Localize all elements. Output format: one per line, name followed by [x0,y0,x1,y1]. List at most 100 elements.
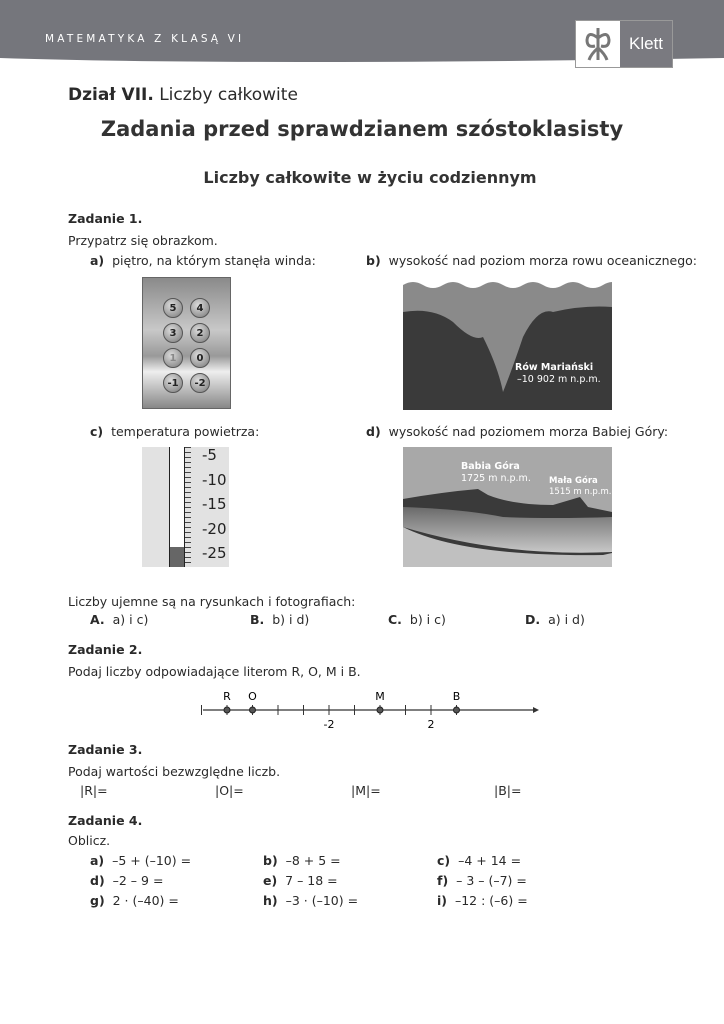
item-letter: a) [90,853,105,868]
point-R [223,706,231,714]
elevator-button: -1 [163,373,183,393]
elevator-button: 5 [163,298,183,318]
item-expression: –4 + 14 = [458,853,522,868]
page-subtitle: Liczby całkowite w życiu codziennym [203,168,537,187]
task2-prompt: Podaj liczby odpowiadające literom R, O,… [68,664,361,679]
task2-title: Zadanie 2. [68,642,143,657]
calc-item-b[interactable]: b) –8 + 5 = [263,853,341,868]
trench-depth: –10 902 m n.p.m. [517,374,601,385]
answer-option-b[interactable]: B. b) i d) [250,612,309,627]
chapter-name: Liczby całkowite [159,85,298,105]
item-letter: d) [90,873,105,888]
task1-prompt: Przypatrz się obrazkom. [68,233,218,248]
item-expression: –2 – 9 = [112,873,164,888]
mala-height: 1515 m n.p.m. [549,487,612,497]
absolute-value-field[interactable]: |R|= [80,783,108,798]
point-M [376,706,384,714]
item-letter: d) [366,424,381,439]
point-B [453,706,460,714]
task1-title: Zadanie 1. [68,211,143,226]
item-expression: –5 + (–10) = [112,853,192,868]
thermometer-scale-label: -10 [202,470,227,489]
thermometer-level [170,547,184,567]
item-letter: i) [437,893,447,908]
absolute-value-field[interactable]: |O|= [215,783,244,798]
point-label: B [453,690,461,703]
option-letter: B. [250,612,265,627]
calc-item-d[interactable]: d) –2 – 9 = [90,873,163,888]
answer-option-a[interactable]: A. a) i c) [90,612,148,627]
item-text: piętro, na którym stanęła winda: [112,253,316,268]
thermometer-scale-label: -25 [202,544,227,562]
item-expression: –8 + 5 = [285,853,341,868]
absolute-value-field[interactable]: |B|= [494,783,522,798]
task3-prompt: Podaj wartości bezwzględne liczb. [68,764,281,779]
task1-item-c: c) temperatura powietrza: [90,424,259,439]
task4-prompt: Oblicz. [68,833,111,848]
item-letter: c) [437,853,451,868]
thermometer-scale-label: -5 [202,446,217,464]
elevator-button: -2 [190,373,210,393]
absolute-value-field[interactable]: |M|= [351,783,381,798]
babia-name: Babia Góra [461,461,520,472]
calc-item-c[interactable]: c) –4 + 14 = [437,853,521,868]
option-text: b) i c) [409,612,446,627]
thermometer-image: -5 -10 -15 -20 -25 [142,446,229,567]
calc-item-a[interactable]: a) –5 + (–10) = [90,853,191,868]
task1-item-a: a) piętro, na którym stanęła winda: [90,253,316,268]
item-text: wysokość nad poziomem morza Babiej Góry: [388,424,669,439]
item-text: temperatura powietrza: [111,424,260,439]
klett-logo: Klett [575,20,673,68]
point-label: R [223,690,231,703]
point-O [249,706,256,714]
calc-item-f[interactable]: f) – 3 – (–7) = [437,873,527,888]
option-letter: A. [90,612,105,627]
item-letter: b) [263,853,278,868]
elevator-button: 1 [163,348,183,368]
calc-item-g[interactable]: g) 2 · (–40) = [90,893,179,908]
calc-item-e[interactable]: e) 7 – 18 = [263,873,338,888]
task1-item-b: b) wysokość nad poziom morza rowu oceani… [366,253,697,268]
thermometer-scale-label: -15 [202,495,227,513]
item-expression: 2 · (–40) = [112,893,179,908]
point-label: O [248,690,257,703]
answer-option-c[interactable]: C. b) i c) [388,612,446,627]
item-letter: e) [263,873,278,888]
option-text: b) i d) [272,612,310,627]
calc-item-i[interactable]: i) –12 : (–6) = [437,893,528,908]
chapter-heading: Dział VII. Liczby całkowite [68,85,298,105]
item-letter: g) [90,893,105,908]
item-text: wysokość nad poziom morza rowu oceaniczn… [388,253,698,268]
point-label: M [375,690,385,703]
task4-title: Zadanie 4. [68,813,143,828]
task3-title: Zadanie 3. [68,742,143,757]
elevator-button: 4 [190,298,210,318]
ocean-trench-image [403,277,612,410]
item-expression: 7 – 18 = [285,873,338,888]
trench-name: Rów Mariański [515,362,594,373]
option-letter: C. [388,612,402,627]
item-expression: –3 · (–10) = [285,893,359,908]
elevator-button: 2 [190,323,210,343]
elevator-button: 0 [190,348,210,368]
item-letter: c) [90,424,104,439]
chapter-number: Dział VII. [68,85,154,105]
logo-text: Klett [620,21,672,67]
number-line: R O M B -2 2 [201,690,539,731]
option-text: a) i c) [112,612,149,627]
thermometer-scale-label: -20 [202,519,227,538]
item-letter: h) [263,893,278,908]
tick-label: -2 [324,718,335,731]
header-band [0,0,724,62]
item-letter: f) [437,873,449,888]
arrow-icon [533,707,539,713]
answer-option-d[interactable]: D. a) i d) [525,612,585,627]
task1-question: Liczby ujemne są na rysunkach i fotograf… [68,594,356,609]
item-expression: – 3 – (–7) = [456,873,527,888]
babia-height: 1725 m n.p.m. [461,473,531,484]
tick-label: 2 [428,718,435,731]
option-letter: D. [525,612,541,627]
calc-item-h[interactable]: h) –3 · (–10) = [263,893,358,908]
